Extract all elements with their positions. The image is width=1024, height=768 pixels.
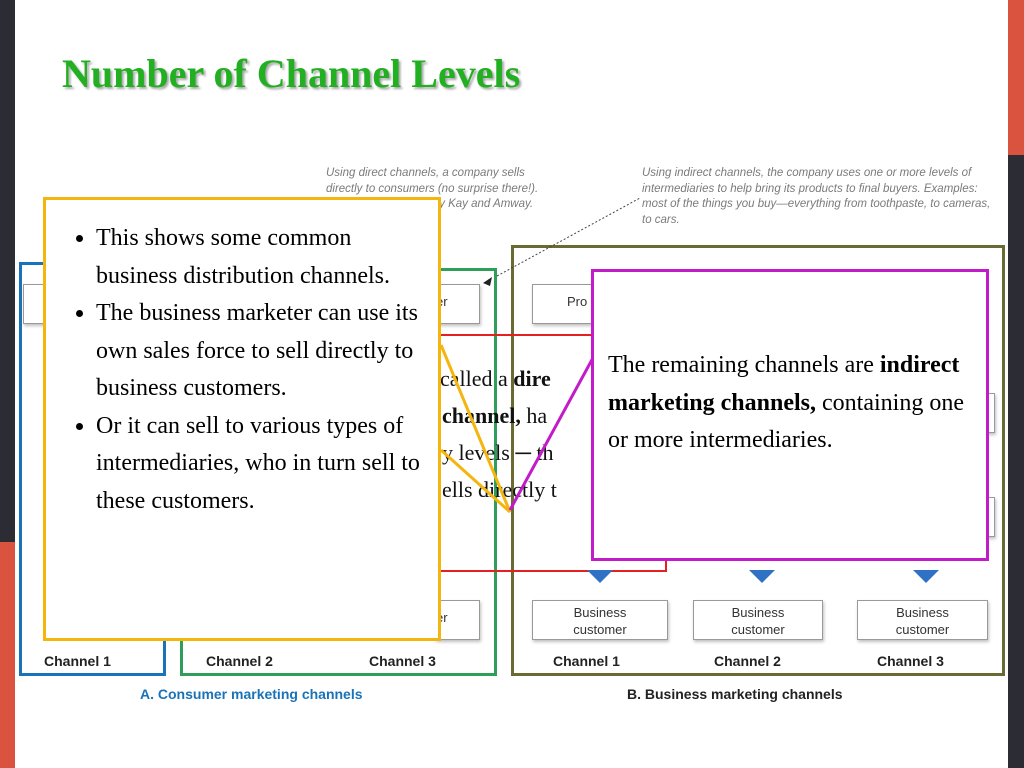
business-customer-box-3: Business customer bbox=[857, 600, 988, 640]
slide-title: Number of Channel Levels bbox=[62, 51, 521, 96]
business-producer-fragment: Pro bbox=[567, 294, 588, 309]
flow-arrow-icon bbox=[913, 570, 939, 583]
flow-arrow-icon bbox=[749, 570, 775, 583]
consumer-top-box-fragment: er bbox=[436, 294, 448, 309]
middle-fragment-3: y levels ─ th bbox=[442, 440, 554, 465]
left-accent-bar bbox=[0, 542, 15, 768]
consumer-channel-2-label: Channel 2 bbox=[206, 653, 273, 669]
callout-bullet-1: This shows some common business distribu… bbox=[96, 220, 428, 295]
consumer-producer-box-3: er bbox=[435, 284, 480, 324]
business-channels-callout: This shows some common business distribu… bbox=[43, 197, 441, 641]
right-side-bar bbox=[1008, 0, 1024, 768]
consumer-channel-3-label: Channel 3 bbox=[369, 653, 436, 669]
business-customer-label-2-line1: Business bbox=[731, 605, 785, 620]
business-customer-label-1-line2: customer bbox=[573, 622, 627, 637]
business-customer-label-2-line2: customer bbox=[731, 622, 785, 637]
callout-bullet-2: The business marketer can use its own sa… bbox=[96, 295, 428, 408]
business-channel-1-label: Channel 1 bbox=[553, 653, 620, 669]
callout-bullet-3: Or it can sell to various types of inter… bbox=[96, 408, 428, 521]
consumer-bottom-box-3: er bbox=[435, 600, 480, 640]
business-customer-box-1: Business customer bbox=[532, 600, 668, 640]
indirect-callout-text-2: containing one or more intermediaries. bbox=[608, 389, 964, 454]
consumer-bottom-box-fragment: er bbox=[436, 610, 448, 625]
indirect-callout-bold: indirect marketing channels, bbox=[608, 352, 960, 416]
consumer-section-title: A. Consumer marketing channels bbox=[140, 686, 363, 702]
middle-fragment-1a: called a bbox=[440, 366, 514, 391]
middle-fragment-2a: channel, bbox=[442, 403, 521, 428]
indirect-channel-note: Using indirect channels, the company use… bbox=[642, 167, 991, 226]
indirect-channels-callout: The remaining channels are indirect mark… bbox=[591, 269, 989, 561]
flow-arrow-icon bbox=[587, 570, 613, 583]
middle-fragment-2b: ha bbox=[520, 403, 548, 428]
business-channel-3-label: Channel 3 bbox=[877, 653, 944, 669]
business-channel-2-label: Channel 2 bbox=[714, 653, 781, 669]
business-customer-box-2: Business customer bbox=[693, 600, 823, 640]
right-accent-bar bbox=[1008, 0, 1024, 155]
business-customer-label-3-line1: Business bbox=[896, 605, 949, 620]
callout-bullet-list: This shows some common business distribu… bbox=[56, 220, 428, 520]
business-customer-label-1-line1: Business bbox=[573, 605, 627, 620]
middle-fragment-1b: dire bbox=[513, 366, 551, 391]
business-customer-label-3-line2: customer bbox=[895, 622, 950, 637]
business-producer-box: Pro bbox=[532, 284, 597, 324]
indirect-callout-text-1: The remaining channels are bbox=[608, 352, 880, 378]
middle-fragment-4: ells directly t bbox=[442, 477, 557, 502]
consumer-channel-1-label: Channel 1 bbox=[44, 653, 111, 669]
business-section-title: B. Business marketing channels bbox=[627, 686, 843, 702]
